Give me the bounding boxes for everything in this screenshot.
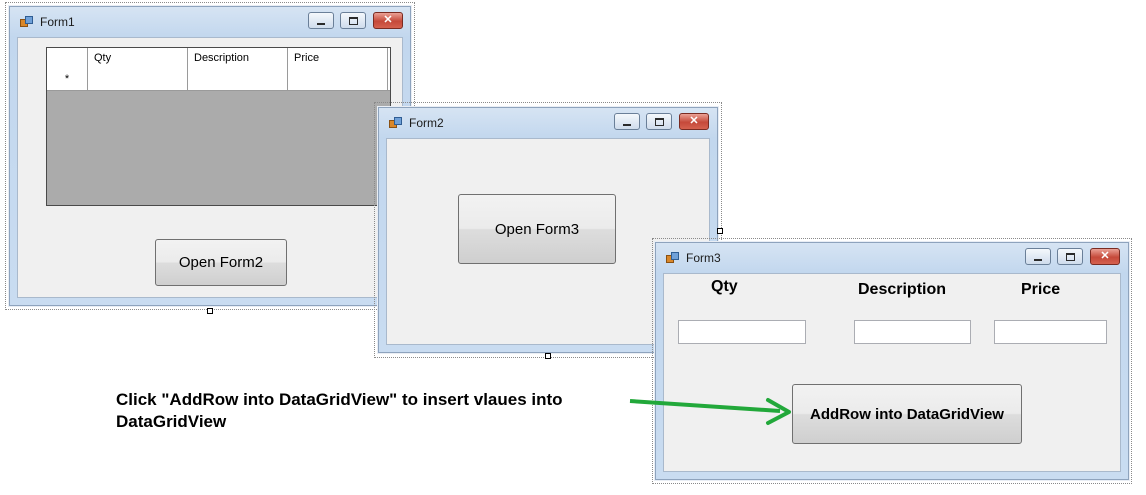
close-icon: ✕ (383, 14, 393, 26)
resize-handle[interactable] (207, 308, 213, 314)
grid-new-row: * (47, 69, 390, 91)
resize-handle[interactable] (717, 228, 723, 234)
maximize-button[interactable] (1057, 248, 1083, 265)
form1-titlebar[interactable]: Form1 ✕ (10, 7, 410, 37)
grid-cell-price[interactable] (288, 69, 388, 90)
label-qty: Qty (711, 278, 738, 295)
minimize-icon (317, 22, 325, 25)
close-button[interactable]: ✕ (373, 12, 403, 29)
qty-textbox[interactable] (678, 320, 806, 344)
form3-window: Form3 ✕ Qty Description Price AddRow int… (655, 242, 1129, 480)
grid-cell-description[interactable] (188, 69, 288, 90)
form2-title: Form2 (409, 116, 444, 130)
grid-header-row: Qty Description Price (47, 48, 390, 70)
minimize-button[interactable] (1025, 248, 1051, 265)
resize-handle[interactable] (545, 353, 551, 359)
datagridview[interactable]: Qty Description Price * (46, 47, 391, 206)
maximize-icon (654, 117, 664, 126)
open-form3-button[interactable]: Open Form3 (458, 194, 616, 264)
maximize-button[interactable] (340, 12, 366, 29)
price-textbox[interactable] (994, 320, 1107, 344)
addrow-button[interactable]: AddRow into DataGridView (792, 384, 1022, 444)
form3-titlebar[interactable]: Form3 ✕ (656, 243, 1128, 273)
form1-title: Form1 (40, 15, 75, 29)
column-header-qty[interactable]: Qty (88, 48, 188, 69)
label-price: Price (1021, 281, 1061, 298)
close-button[interactable]: ✕ (1090, 248, 1120, 265)
instruction-text: Click "AddRow into DataGridView" to inse… (116, 390, 563, 431)
form1-window: Form1 ✕ Qty Description Price * Open For… (9, 6, 411, 306)
open-form2-button[interactable]: Open Form2 (155, 239, 287, 286)
form-app-icon (389, 117, 402, 128)
minimize-button[interactable] (308, 12, 334, 29)
form2-client-area: Open Form3 (386, 138, 710, 345)
column-header-price[interactable]: Price (288, 48, 388, 69)
form1-client-area: Qty Description Price * Open Form2 (17, 37, 403, 298)
grid-cell-qty[interactable] (88, 69, 188, 90)
description-textbox[interactable] (854, 320, 971, 344)
close-icon: ✕ (689, 115, 699, 127)
minimize-icon (623, 123, 631, 126)
form3-title: Form3 (686, 251, 721, 265)
close-button[interactable]: ✕ (679, 113, 709, 130)
maximize-button[interactable] (646, 113, 672, 130)
form2-titlebar[interactable]: Form2 ✕ (379, 108, 717, 138)
minimize-icon (1034, 258, 1042, 261)
form3-client-area: Qty Description Price AddRow into DataGr… (663, 273, 1121, 472)
minimize-button[interactable] (614, 113, 640, 130)
maximize-icon (348, 16, 358, 25)
form3-design-border (652, 238, 1132, 484)
form-app-icon (666, 252, 679, 263)
grid-corner-header[interactable] (47, 48, 88, 69)
row-header-new[interactable]: * (47, 69, 88, 90)
maximize-icon (1065, 252, 1075, 261)
close-icon: ✕ (1100, 250, 1110, 262)
column-header-description[interactable]: Description (188, 48, 288, 69)
form-app-icon (20, 16, 33, 27)
label-description: Description (858, 281, 947, 298)
